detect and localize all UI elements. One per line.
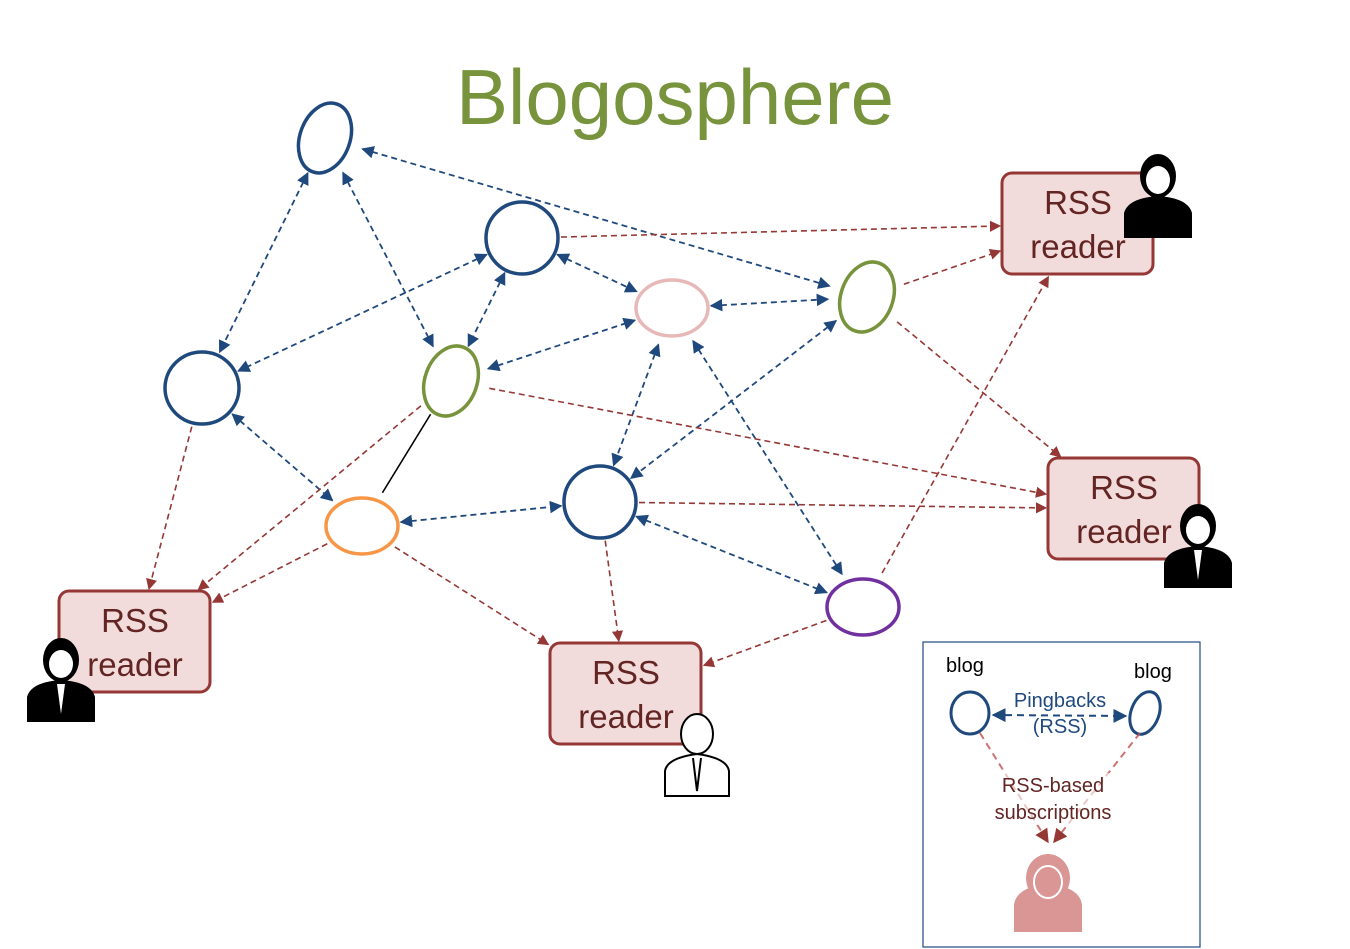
boy-icon bbox=[1164, 504, 1232, 588]
subscription-edge-D-R3 bbox=[197, 405, 422, 591]
businessman-icon bbox=[27, 638, 95, 722]
link-edge-D-G bbox=[381, 413, 432, 494]
rss-reader-R4[interactable]: RSS reader bbox=[548, 641, 730, 797]
pingback-edge-E-F bbox=[709, 293, 830, 312]
pingback-edge-E-H bbox=[611, 343, 661, 467]
legend-blog-icon bbox=[1128, 690, 1162, 736]
blog-node-H[interactable] bbox=[562, 464, 638, 540]
blog-node-I[interactable] bbox=[825, 577, 901, 637]
reader-label-line1: RSS bbox=[592, 654, 660, 691]
pingback-edge-A-F bbox=[361, 146, 831, 289]
pingback-edge-B-D bbox=[467, 271, 506, 348]
subscription-edge-H-R4 bbox=[604, 540, 624, 643]
legend-blog-right: blog bbox=[1134, 661, 1172, 683]
pingback-edge-B-C bbox=[237, 253, 488, 372]
subscription-edge-F-R2 bbox=[896, 321, 1062, 458]
subscription-edge-G-R3 bbox=[211, 543, 328, 603]
subscription-edge-H-R2 bbox=[638, 501, 1048, 514]
pingback-edge-F-H bbox=[629, 319, 838, 480]
blog-node-B[interactable] bbox=[484, 200, 560, 276]
blog-node-G[interactable] bbox=[324, 496, 400, 556]
legend-pingbacks-sub: (RSS) bbox=[1033, 716, 1087, 738]
woman-icon bbox=[1014, 854, 1082, 932]
woman-icon bbox=[1124, 154, 1192, 238]
pingback-edge-C-G bbox=[231, 413, 334, 502]
reader-label-line1: RSS bbox=[1044, 184, 1112, 221]
legend-subs-1: RSS-based bbox=[1002, 775, 1104, 797]
subscription-edge-D-R2 bbox=[489, 387, 1048, 498]
blog-node-F[interactable] bbox=[830, 254, 903, 339]
subscription-edge-F-R1 bbox=[903, 248, 1002, 286]
legend-blog-left: blog bbox=[946, 655, 984, 677]
pingback-edge-B-E bbox=[556, 253, 638, 293]
pingback-edge-A-C bbox=[218, 171, 309, 354]
subscription-edge-B-R1 bbox=[560, 220, 1002, 238]
blog-node-C[interactable] bbox=[163, 350, 241, 426]
subscription-edge-G-R4 bbox=[394, 546, 550, 646]
rss-reader-R1[interactable]: RSS reader bbox=[1000, 154, 1192, 276]
pingback-edge-A-D bbox=[342, 171, 434, 348]
reader-label-line2: reader bbox=[1030, 228, 1125, 265]
blog-node-E[interactable] bbox=[634, 278, 710, 338]
legend-box: blog blog Pingbacks (RSS) RSS-based subs… bbox=[922, 641, 1201, 948]
pingback-edge-E-I bbox=[692, 339, 843, 576]
legend-subs-2: subscriptions bbox=[995, 802, 1112, 824]
reader-label-line1: RSS bbox=[1090, 469, 1158, 506]
reader-label-line2: reader bbox=[87, 646, 182, 683]
pingback-edge-H-I bbox=[635, 514, 828, 595]
pingback-edge-G-H bbox=[399, 500, 563, 528]
pingback-edge-D-E bbox=[486, 317, 637, 372]
blog-node-A[interactable] bbox=[289, 96, 361, 181]
diagram-title: Blogosphere bbox=[456, 53, 894, 141]
legend-blog-icon bbox=[949, 690, 991, 736]
rss-reader-R2[interactable]: RSS reader bbox=[1046, 456, 1232, 588]
reader-label-line2: reader bbox=[578, 698, 673, 735]
subscription-edge-C-R3 bbox=[146, 426, 193, 591]
rss-reader-R3[interactable]: RSS reader bbox=[27, 589, 212, 722]
subscription-edge-I-R1 bbox=[881, 275, 1050, 574]
reader-label-line1: RSS bbox=[101, 602, 169, 639]
subscription-edge-I-R4 bbox=[702, 619, 827, 668]
legend-pingbacks: Pingbacks bbox=[1014, 690, 1106, 712]
blog-node-D[interactable] bbox=[414, 338, 487, 423]
reader-label-line2: reader bbox=[1076, 513, 1171, 550]
man-outline-icon bbox=[664, 713, 730, 797]
